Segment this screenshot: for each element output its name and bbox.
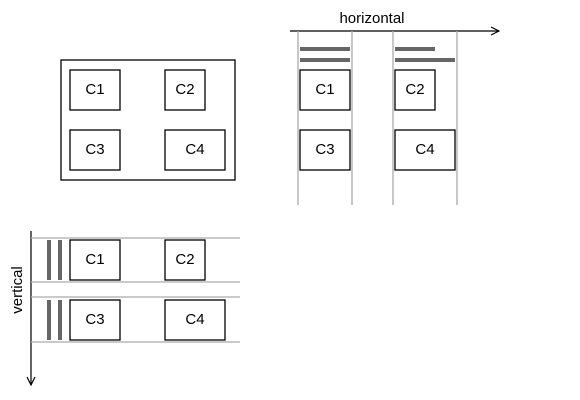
track-bar — [47, 240, 51, 280]
track-bar — [395, 58, 455, 62]
grid-panel: C1 C2 C3 C4 — [60, 59, 236, 181]
track-bar — [58, 300, 62, 340]
vertical-cell-c4-label: C4 — [185, 311, 204, 328]
track-bar — [300, 58, 350, 62]
vertical-cell-c4: C4 — [164, 299, 226, 341]
grid-cell-c1: C1 — [69, 69, 121, 111]
horizontal-cell-c4: C4 — [394, 129, 456, 171]
vertical-cell-c3-label: C3 — [85, 311, 104, 328]
horizontal-cell-c2: C2 — [394, 69, 436, 111]
track-bar — [300, 47, 350, 51]
grid-cell-c3: C3 — [69, 129, 121, 171]
vertical-cell-c3: C3 — [69, 299, 121, 341]
horizontal-cell-c4-label: C4 — [415, 141, 434, 158]
grid-cell-c1-label: C1 — [85, 81, 104, 98]
track-bar — [58, 240, 62, 280]
horizontal-cell-c1-label: C1 — [315, 81, 334, 98]
vertical-panel: vertical C1 C2 C3 C4 — [9, 231, 240, 385]
grid-cell-c2-label: C2 — [175, 81, 194, 98]
vertical-cell-c2: C2 — [164, 239, 206, 281]
grid-cell-c3-label: C3 — [85, 141, 104, 158]
horizontal-axis-label: horizontal — [339, 10, 404, 27]
horizontal-cell-c1: C1 — [299, 69, 351, 111]
vertical-axis-label: vertical — [9, 266, 26, 314]
grid-cell-c4: C4 — [164, 129, 226, 171]
grid-container-frame — [60, 59, 236, 181]
horizontal-cell-c3: C3 — [299, 129, 351, 171]
horizontal-cell-c3-label: C3 — [315, 141, 334, 158]
grid-cell-c2: C2 — [164, 69, 206, 111]
grid-cell-c4-label: C4 — [185, 141, 204, 158]
track-bar — [47, 300, 51, 340]
vertical-cell-c2-label: C2 — [175, 251, 194, 268]
track-bar — [395, 47, 435, 51]
horizontal-panel: horizontal C1 C2 C3 C4 — [290, 10, 499, 205]
vertical-cell-c1: C1 — [69, 239, 121, 281]
vertical-cell-c1-label: C1 — [85, 251, 104, 268]
horizontal-cell-c2-label: C2 — [405, 81, 424, 98]
